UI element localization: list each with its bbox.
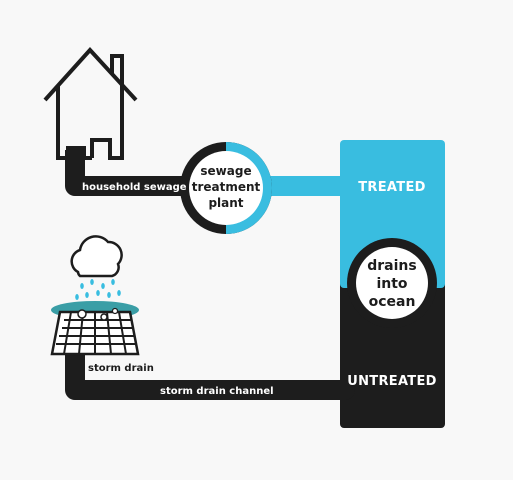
storm-drain-channel-pipe — [65, 342, 355, 400]
rain-icon — [75, 279, 121, 300]
ocean-label-line2: into — [376, 276, 407, 292]
house-icon — [43, 47, 138, 160]
plant-inner-circle — [189, 151, 263, 225]
plant-label-line1: sewage — [200, 164, 251, 178]
treated-pipe — [250, 176, 350, 196]
ocean-outlet: drains into ocean — [347, 238, 437, 328]
ocean-label-line1: drains — [367, 258, 416, 274]
cloud-icon — [70, 235, 123, 278]
ocean-label-line3: ocean — [369, 294, 416, 310]
storm-drain-label: storm drain — [88, 363, 154, 374]
household-sewage-label: household sewage — [82, 182, 187, 193]
storm-drain-grate-icon — [50, 301, 140, 356]
treated-label: TREATED — [358, 180, 425, 195]
storm-drain-channel-label: storm drain channel — [160, 386, 274, 397]
treatment-plant: sewage treatment plant — [180, 142, 272, 234]
plant-label-line3: plant — [208, 196, 243, 210]
untreated-label: UNTREATED — [347, 374, 437, 389]
ocean-inner-circle — [356, 247, 428, 319]
plant-label-line2: treatment — [192, 180, 261, 194]
house-pipe-stub — [66, 148, 84, 162]
